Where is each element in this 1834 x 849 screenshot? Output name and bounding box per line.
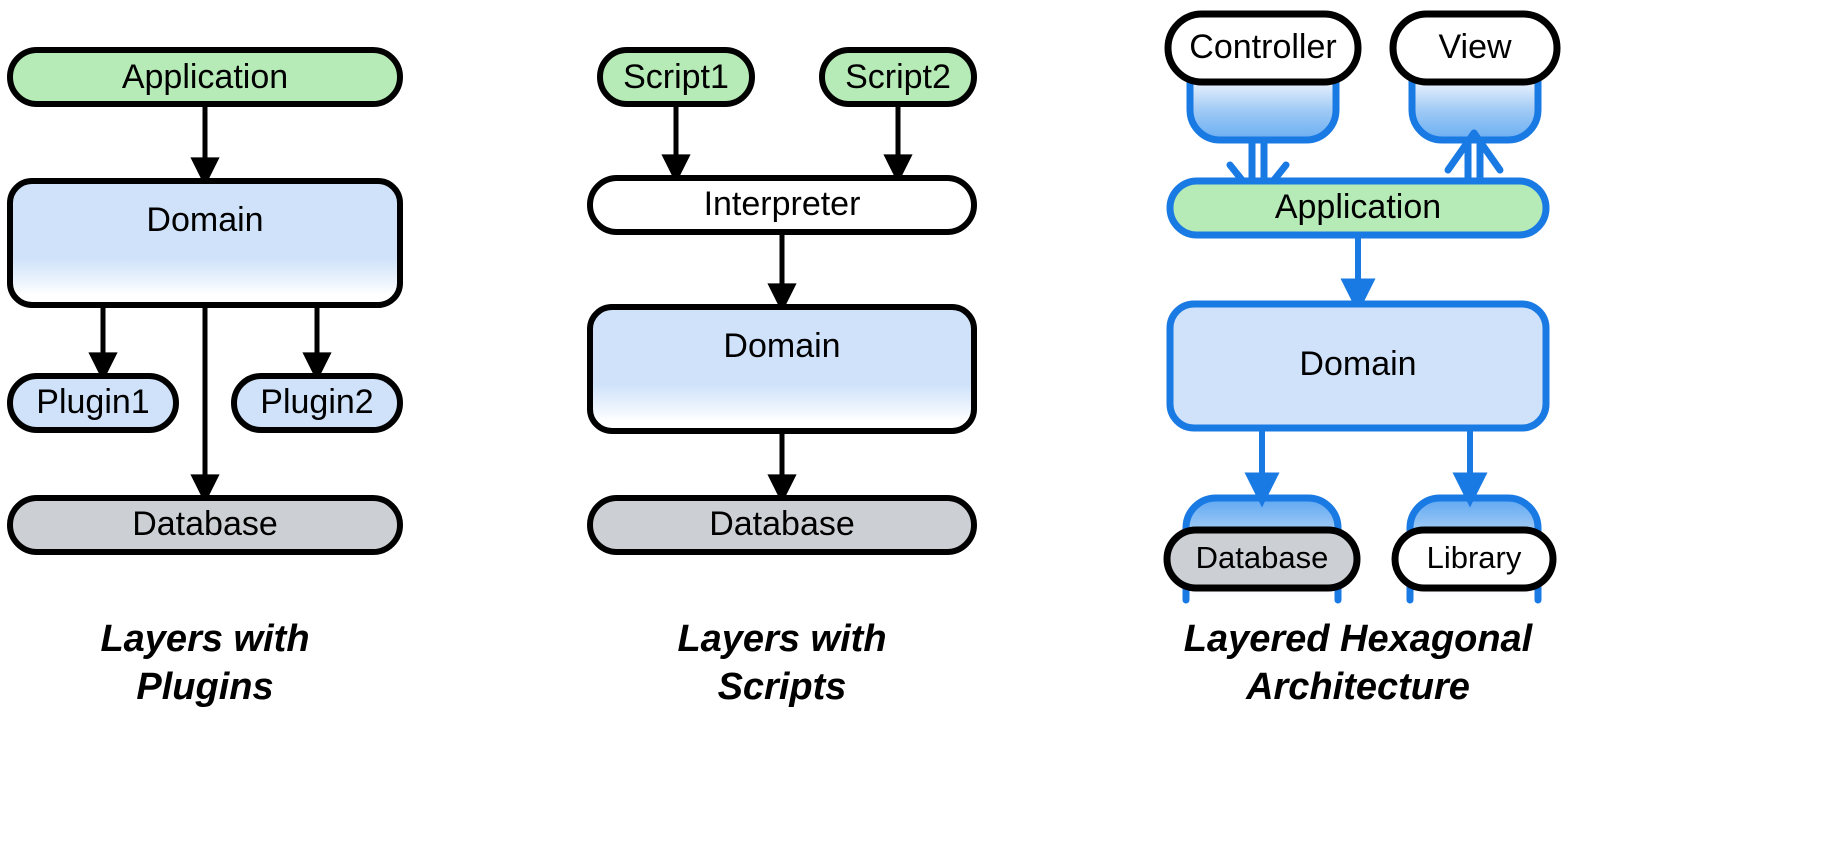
- node-view[interactable]: View: [1389, 10, 1561, 86]
- node-view-shape: [1389, 10, 1561, 86]
- node-plugin2-shape: [231, 373, 403, 433]
- node-library-label: Library: [1427, 540, 1522, 575]
- panel2-caption-line1: Layers with: [677, 618, 886, 660]
- node-database-shape: [1163, 526, 1361, 592]
- node-script2-label: Script2: [845, 58, 951, 96]
- node-domain[interactable]: Domain: [587, 304, 977, 434]
- node-controller-shape: [1164, 10, 1362, 86]
- panel3-caption-line1: Layered Hexagonal: [1184, 618, 1534, 660]
- node-domain-shape: [587, 304, 977, 434]
- node-controller-label: Controller: [1189, 28, 1336, 66]
- node-application-shape: [1166, 177, 1550, 239]
- node-interpreter-shape: [587, 175, 977, 235]
- panel-layers-with-scripts: Script1 Script2 Interpreter Domain Datab…: [587, 47, 977, 708]
- panel1-caption-line1: Layers with: [100, 618, 309, 660]
- node-plugin1[interactable]: Plugin1: [7, 373, 179, 433]
- node-plugin1-shape: [7, 373, 179, 433]
- node-application-shape: [7, 47, 403, 107]
- node-database-shape: [587, 495, 977, 555]
- node-application[interactable]: Application: [7, 47, 403, 107]
- panel2-edges: [661, 104, 913, 504]
- node-library-shape: [1391, 526, 1557, 592]
- node-database-label: Database: [132, 505, 278, 543]
- node-interpreter-label: Interpreter: [704, 185, 861, 223]
- node-domain-label: Domain: [146, 201, 263, 239]
- node-domain-shape: [1166, 300, 1550, 432]
- panel3-caption-line2: Architecture: [1245, 666, 1470, 708]
- node-plugin1-label: Plugin1: [36, 383, 149, 421]
- node-database-label: Database: [709, 505, 855, 543]
- node-database-shape: [7, 495, 403, 555]
- node-plugin2-label: Plugin2: [260, 383, 373, 421]
- panel2-caption-line2: Scripts: [718, 666, 847, 708]
- panel1-edges: [88, 104, 332, 504]
- node-database[interactable]: Database: [587, 495, 977, 555]
- node-interpreter[interactable]: Interpreter: [587, 175, 977, 235]
- node-controller[interactable]: Controller: [1164, 10, 1362, 86]
- panel-layered-hexagonal-architecture: Controller View Application Domain Datab…: [1163, 10, 1561, 708]
- node-domain-label: Domain: [1299, 345, 1416, 383]
- node-database-label: Database: [1196, 540, 1329, 575]
- node-domain-label: Domain: [723, 327, 840, 365]
- node-database[interactable]: Database: [1163, 526, 1361, 592]
- node-script1-shape: [597, 47, 755, 107]
- edge-application-to-view: [1444, 129, 1504, 185]
- node-script1-label: Script1: [623, 58, 729, 96]
- node-script2-shape: [819, 47, 977, 107]
- node-domain[interactable]: Domain: [1166, 300, 1550, 432]
- node-library[interactable]: Library: [1391, 526, 1557, 592]
- node-plugin2[interactable]: Plugin2: [231, 373, 403, 433]
- node-database[interactable]: Database: [7, 495, 403, 555]
- panel1-caption-line2: Plugins: [136, 666, 273, 708]
- node-script1[interactable]: Script1: [597, 47, 755, 107]
- node-domain-shape: [7, 178, 403, 308]
- node-application-label: Application: [122, 58, 288, 96]
- node-script2[interactable]: Script2: [819, 47, 977, 107]
- panel-layers-with-plugins: Application Domain Plugin1 Plugin2 Datab…: [7, 47, 403, 708]
- node-view-label: View: [1438, 28, 1512, 66]
- node-application-label: Application: [1275, 188, 1441, 226]
- node-application[interactable]: Application: [1166, 177, 1550, 239]
- node-domain[interactable]: Domain: [7, 178, 403, 308]
